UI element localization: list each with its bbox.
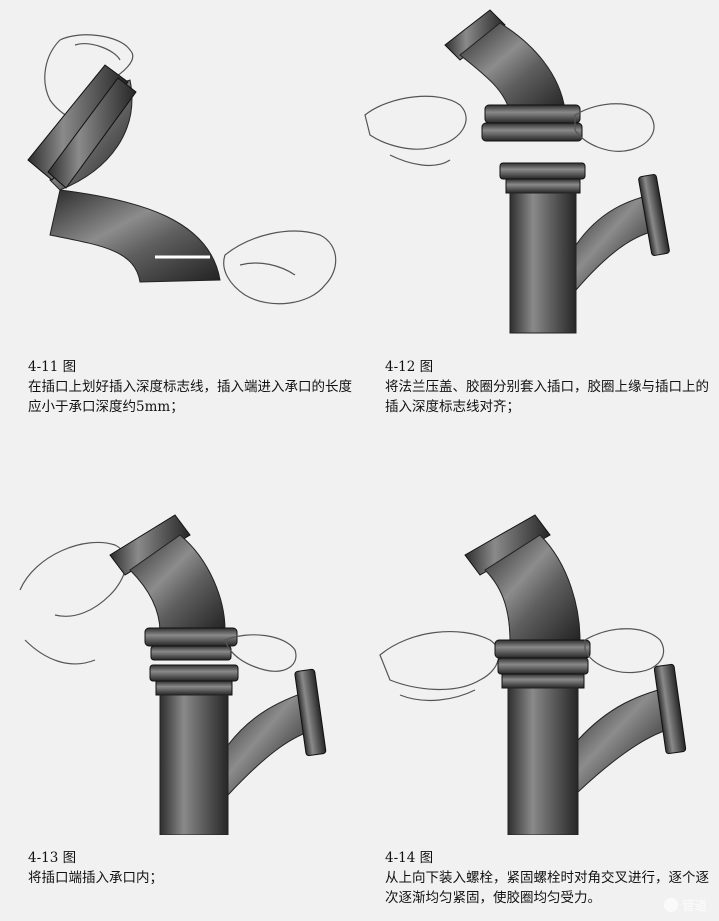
elbow-pipe (49, 189, 221, 283)
hand-sketch (574, 103, 655, 152)
figure-description: 在插口上划好插入深度标志线，插入端进入承口的长度应小于承口深度约5mm； (28, 379, 352, 415)
flange-ring (464, 514, 551, 576)
figure-4-13-illustration (15, 510, 350, 835)
gland-ring (144, 627, 238, 647)
hand-sketch (19, 541, 127, 665)
gland-ring (494, 639, 591, 659)
hand-sketch (223, 230, 337, 305)
watermark-logo-icon (663, 898, 678, 912)
figure-caption-4-12: 4-12 图 将法兰压盖、胶圈分别套入插口，胶圈上缘与插口上的插入深度标志线对齐… (385, 357, 715, 417)
flange-ring (27, 64, 129, 181)
socket-ring (149, 664, 239, 682)
socket-ring (497, 657, 589, 675)
figure-number: 4-14 图 (385, 850, 434, 866)
flange-ring (109, 514, 191, 576)
figure-description: 将法兰压盖、胶圈分别套入插口，胶圈上缘与插口上的插入深度标志线对齐； (385, 379, 709, 415)
figure-number: 4-13 图 (28, 850, 77, 866)
hand-sketch (224, 634, 297, 672)
gland-ring (484, 104, 581, 124)
hand-sketch (364, 95, 467, 166)
hand-sketch (379, 631, 500, 701)
tee-pipe-body (507, 687, 579, 835)
figure-4-12-illustration (360, 5, 715, 335)
hand-sketch (584, 628, 665, 674)
figure-4-14-illustration (370, 510, 715, 835)
figure-description: 从上向下装入螺栓，紧固螺栓时对角交叉进行，逐个逐次逐渐均匀紧固，使胶圈均匀受力。 (385, 870, 709, 906)
watermark: 管道 (663, 895, 707, 914)
tee-pipe-body (159, 694, 229, 835)
figure-number: 4-11 图 (28, 359, 77, 375)
figure-caption-4-13: 4-13 图 将插口端插入承口内； (28, 848, 358, 888)
socket-ring (499, 162, 586, 180)
tee-pipe-body (509, 192, 577, 334)
figure-4-11-illustration (20, 20, 350, 340)
figure-caption-4-11: 4-11 图 在插口上划好插入深度标志线，插入端进入承口的长度应小于承口深度约5… (28, 357, 358, 417)
figure-caption-4-14: 4-14 图 从上向下装入螺栓，紧固螺栓时对角交叉进行，逐个逐次逐渐均匀紧固，使… (385, 848, 715, 908)
flange-ring (444, 9, 506, 61)
figure-number: 4-12 图 (385, 359, 434, 375)
figure-description: 将插口端插入承口内； (28, 870, 163, 886)
watermark-text: 管道 (681, 898, 707, 913)
